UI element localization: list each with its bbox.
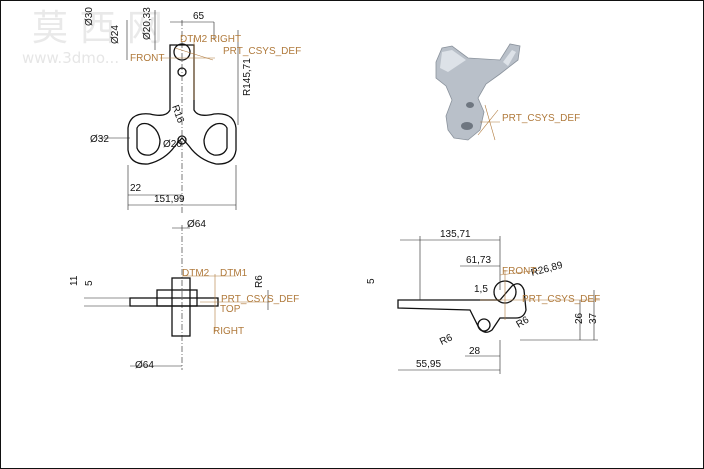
dim-r6-front: R6: [254, 275, 265, 288]
dim-11: 11: [69, 275, 80, 286]
dim-d64-top: Ø64: [187, 219, 206, 230]
iso-part: [435, 43, 521, 141]
dim-22: 22: [130, 183, 142, 194]
dim-28: 28: [469, 346, 481, 357]
ref-csys-front: PRT_CSYS_DEF: [221, 294, 299, 305]
dim-d30: Ø30: [84, 7, 95, 26]
watermark: 莫 西 网 www.3dmo...: [22, 8, 163, 67]
dim-r6-a: R6: [438, 332, 455, 348]
dim-d20: Ø20: [163, 139, 182, 150]
ref-front-side: FRONT: [502, 266, 536, 277]
dim-37: 37: [588, 312, 599, 324]
dim-5-side: 5: [366, 278, 377, 284]
front-view: Ø64 11 5 R6 Ø64 DTM2 DTM1 PRT_CSYS_DEF T…: [69, 219, 299, 371]
ref-front-top: FRONT: [130, 53, 164, 64]
watermark-chars: 莫 西 网: [32, 8, 163, 49]
dim-26: 26: [574, 312, 585, 324]
dim-55: 55,95: [416, 359, 441, 370]
dim-151: 151,99: [154, 194, 185, 205]
ref-csys-side: PRT_CSYS_DEF: [522, 294, 600, 305]
dim-d32: Ø32: [90, 134, 109, 145]
dim-d64-bottom: Ø64: [135, 360, 154, 371]
dim-65: 65: [193, 11, 205, 22]
ref-csys-top: PRT_CSYS_DEF: [223, 46, 301, 57]
side-view: 135,71 61,73 R26,89 5 1,5 R6 R6 26 37 28…: [366, 229, 600, 374]
dim-d20-33: Ø20,33: [142, 7, 153, 40]
dim-r6-b: R6: [515, 314, 532, 330]
ref-dtm2-right: DTM2 RIGHT: [180, 34, 241, 45]
dim-d24: Ø24: [110, 25, 121, 44]
ref-right: RIGHT: [213, 326, 244, 337]
watermark-url: www.3dmo...: [22, 49, 119, 67]
dim-1-5: 1,5: [474, 284, 488, 295]
dim-61: 61,73: [466, 255, 491, 266]
dim-5: 5: [84, 280, 95, 286]
ref-csys-iso: PRT_CSYS_DEF: [502, 113, 580, 124]
dim-r16: R16: [169, 104, 186, 125]
ref-dtm2: DTM2: [182, 268, 210, 279]
ref-dtm1: DTM1: [220, 268, 248, 279]
dim-r145: R145,71: [242, 58, 253, 96]
top-view: Ø30 Ø24 Ø20,33 65 R145,71 R16 Ø32 Ø20 22…: [84, 7, 301, 215]
ref-top: TOP: [220, 304, 241, 315]
iso-view: PRT_CSYS_DEF: [435, 43, 580, 141]
dim-135: 135,71: [440, 229, 471, 240]
